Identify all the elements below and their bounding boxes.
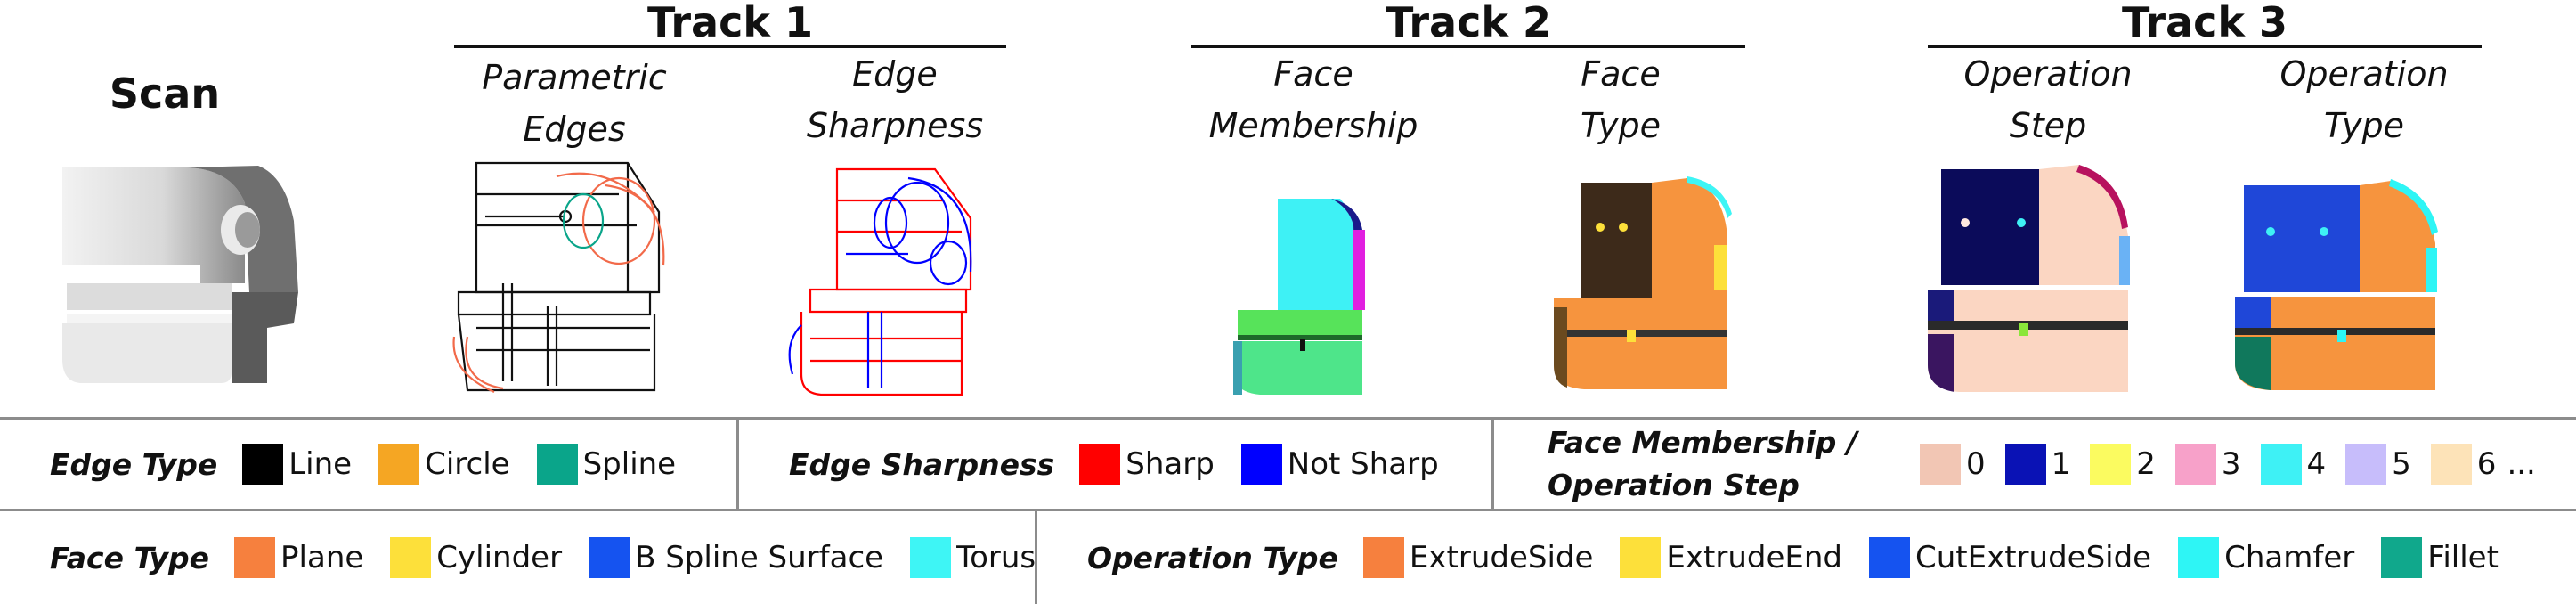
col-title-edge-sharpness: Edge Sharpness (806, 54, 984, 145)
swatch-fillet (2381, 537, 2423, 578)
legend-row-2: Face Type Plane Cylinder B Spline Surfac… (0, 511, 2576, 604)
legend-item: 4 (2260, 444, 2326, 485)
swatch-step-4 (2260, 444, 2302, 485)
edge-sharpness-image (788, 167, 972, 396)
swatch-plane (234, 537, 276, 578)
swatch-not-sharp (1240, 444, 1282, 485)
swatch-extrude-end (1620, 537, 1662, 578)
track-3-rule (1928, 45, 2482, 48)
legend-item: B Spline Surface (589, 537, 883, 578)
legend-edge-type: Edge Type Line Circle Spline (0, 420, 739, 509)
parametric-edges-image (452, 161, 665, 394)
swatch-step-6 (2430, 444, 2472, 485)
legend-operation-type-title: Operation Type (1087, 540, 1338, 575)
col-title-operation-step: Operation Step (1963, 54, 2133, 145)
legend-edge-sharpness-title: Edge Sharpness (789, 446, 1055, 482)
swatch-step-1 (2004, 444, 2046, 485)
legend-face-membership-title: Face Membership / Operation Step (1548, 425, 1857, 502)
swatch-spline (536, 444, 578, 485)
operation-step-image (1928, 165, 2130, 392)
legend-edge-type-title: Edge Type (50, 446, 218, 482)
legend-item: 0 (1919, 444, 1986, 485)
legend-item: Plane (234, 537, 363, 578)
legend-face-membership: Face Membership / Operation Step 0 1 2 3… (1494, 420, 2576, 509)
swatch-circle (378, 444, 420, 485)
legend-edge-sharpness: Edge Sharpness Sharp Not Sharp (739, 420, 1494, 509)
swatch-step-3 (2174, 444, 2216, 485)
track-3-title: Track 3 (2122, 0, 2288, 46)
legend-more: ... (2507, 446, 2536, 482)
track-2-title: Track 2 (1386, 0, 1551, 46)
legend-item: 5 (2345, 444, 2411, 485)
legend-item: Sharp (1079, 444, 1215, 485)
legend-item: Line (242, 444, 352, 485)
face-type-image (1554, 176, 1732, 389)
swatch-cylinder (390, 537, 432, 578)
legend-item: 6 (2430, 444, 2496, 485)
col-title-face-membership: Face Membership (1208, 54, 1418, 145)
legend-item: Not Sharp (1240, 444, 1439, 485)
legend-item: Spline (536, 444, 676, 485)
legend-item: ExtrudeSide (1362, 537, 1593, 578)
col-title-parametric-edges: Parametric Edges (482, 58, 667, 149)
legend-item: 1 (2004, 444, 2070, 485)
scan-title: Scan (109, 69, 221, 118)
col-title-operation-type: Operation Type (2279, 54, 2449, 145)
face-membership-image (1233, 199, 1365, 395)
swatch-cut-extrude-side (1868, 537, 1910, 578)
legend: Edge Type Line Circle Spline Edge Sharpn… (0, 417, 2576, 604)
track-2-rule (1191, 45, 1745, 48)
swatch-line (242, 444, 284, 485)
swatch-step-5 (2345, 444, 2387, 485)
legend-row-1: Edge Type Line Circle Spline Edge Sharpn… (0, 420, 2576, 511)
swatch-b-spline-surface (589, 537, 630, 578)
legend-item: Torus (910, 537, 1036, 578)
legend-face-type-title: Face Type (50, 540, 210, 575)
track-1-rule (454, 45, 1006, 48)
track-1-title: Track 1 (647, 0, 813, 46)
operation-type-image (2235, 179, 2438, 390)
swatch-sharp (1079, 444, 1121, 485)
scan-model-image (62, 166, 298, 383)
legend-item: Circle (378, 444, 510, 485)
swatch-step-2 (2090, 444, 2132, 485)
col-title-face-type: Face Type (1581, 54, 1661, 145)
legend-item: CutExtrudeSide (1868, 537, 2151, 578)
swatch-torus (910, 537, 952, 578)
legend-item: 2 (2090, 444, 2156, 485)
legend-operation-type: Operation Type ExtrudeSide ExtrudeEnd Cu… (1037, 511, 2576, 604)
legend-item: ExtrudeEnd (1620, 537, 1842, 578)
legend-item: Cylinder (390, 537, 562, 578)
swatch-extrude-side (1362, 537, 1404, 578)
legend-item: Fillet (2381, 537, 2499, 578)
legend-item: 3 (2174, 444, 2241, 485)
swatch-chamfer (2178, 537, 2220, 578)
legend-face-type: Face Type Plane Cylinder B Spline Surfac… (0, 511, 1037, 604)
legend-item: Chamfer (2178, 537, 2354, 578)
swatch-step-0 (1919, 444, 1961, 485)
